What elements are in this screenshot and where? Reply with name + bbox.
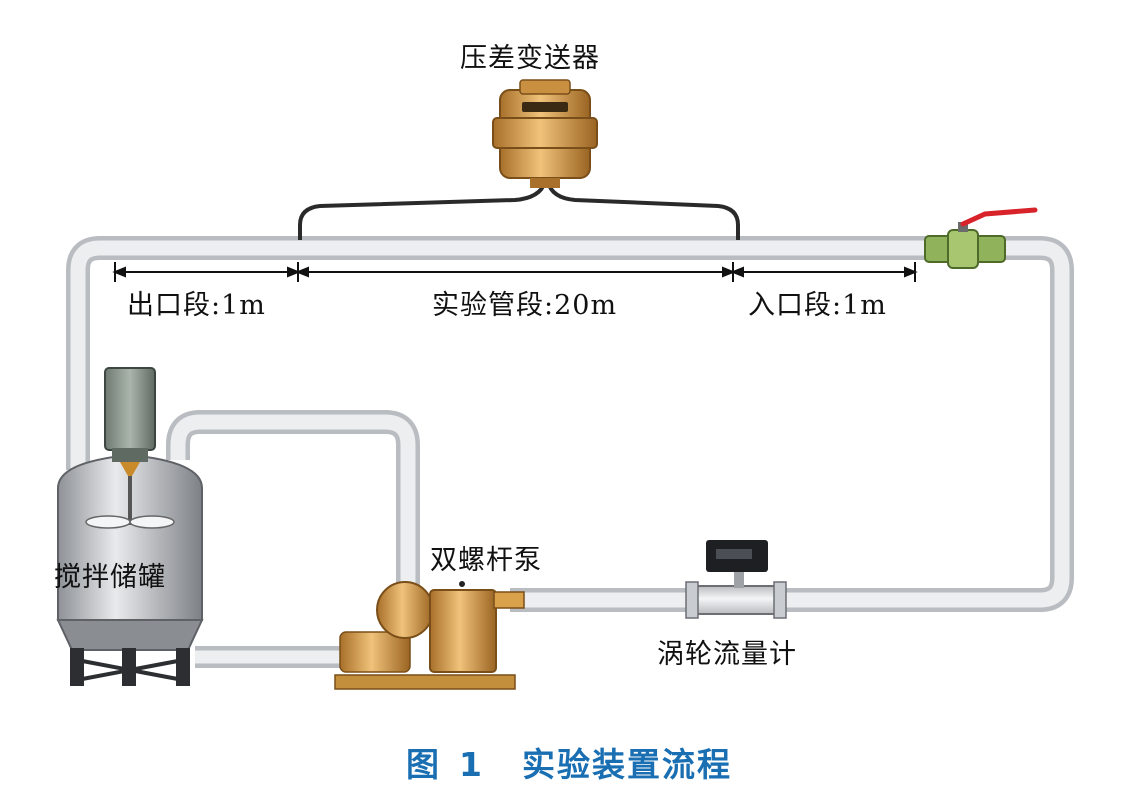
- dp-transmitter-icon: [492, 79, 598, 188]
- section-dimension-line: [112, 262, 918, 282]
- tank-icon: [56, 453, 204, 686]
- test-section-label: 实验管段:20m: [432, 290, 618, 321]
- tank-to-pump-pipe: [166, 410, 420, 590]
- motor-icon: [104, 367, 156, 476]
- pump-icon: [334, 581, 525, 690]
- dp-transmitter-label: 压差变送器: [460, 43, 600, 74]
- caption-title: 实验装置流程: [521, 745, 732, 784]
- caption-prefix: 图: [406, 745, 442, 784]
- outlet-section-label: 出口段:1m: [127, 290, 266, 321]
- flowmeter-icon: [685, 540, 787, 619]
- caption-number: 1: [459, 745, 484, 784]
- pump-label: 双螺杆泵: [430, 545, 542, 576]
- flowmeter-label: 涡轮流量计: [657, 639, 797, 670]
- main-pipe-loop: [66, 236, 1074, 612]
- valve-icon: [924, 207, 1038, 269]
- inlet-section-label: 入口段:1m: [748, 290, 887, 321]
- impulse-tubes: [298, 181, 740, 240]
- tank-label: 搅拌储罐: [54, 562, 166, 593]
